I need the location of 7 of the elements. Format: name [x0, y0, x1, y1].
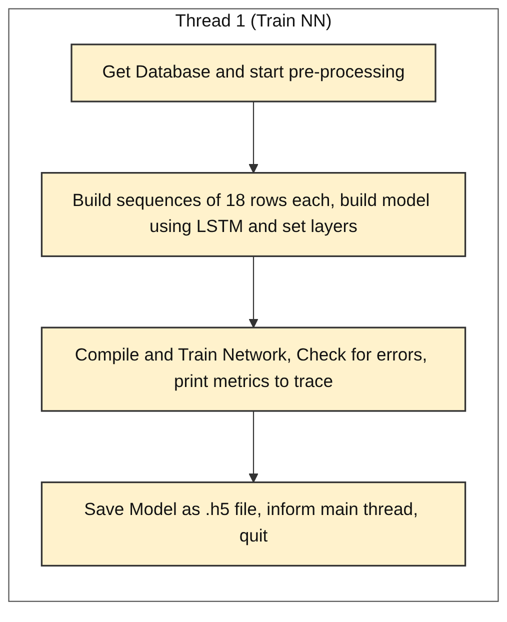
- arrow: [248, 256, 258, 328]
- arrow: [248, 410, 258, 483]
- node-box: [40, 481, 466, 567]
- arrow: [248, 102, 258, 174]
- node-box: [40, 172, 466, 258]
- node-box: [70, 44, 436, 102]
- node-box: [40, 326, 466, 412]
